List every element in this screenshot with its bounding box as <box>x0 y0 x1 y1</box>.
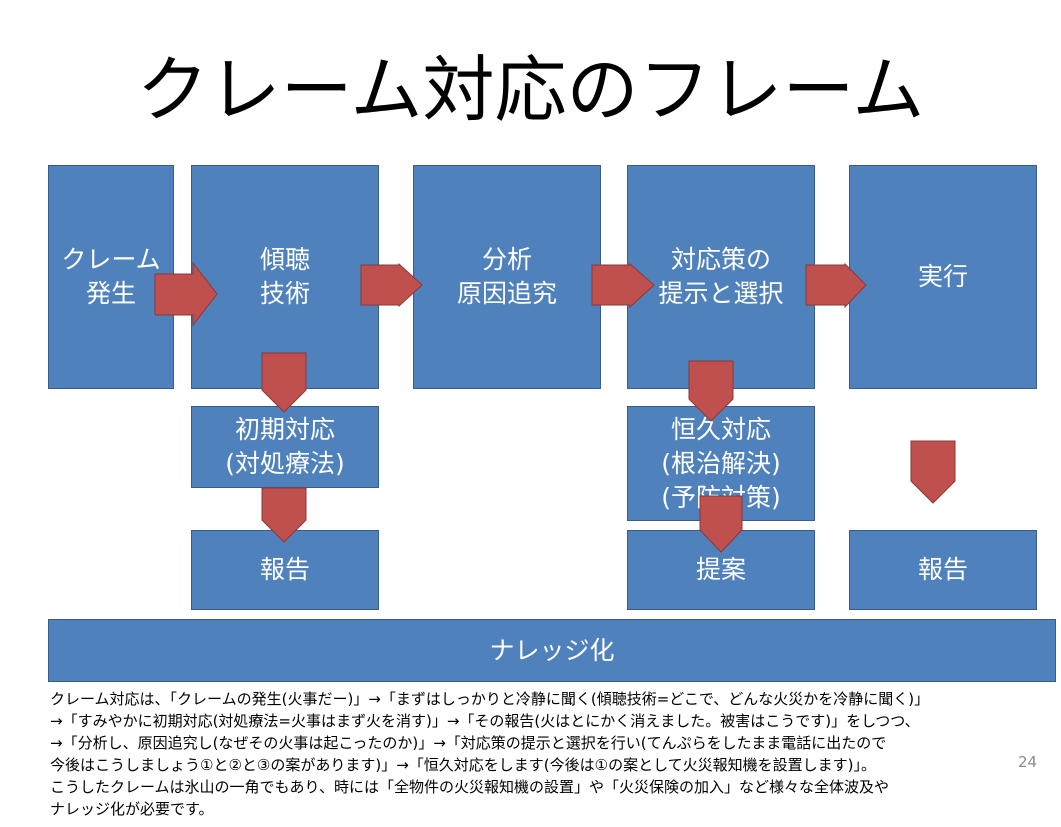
box-label: クレーム <box>61 245 161 274</box>
box-label: 初期対応 <box>234 415 335 444</box>
arrow-down-icon <box>910 440 956 504</box>
box-label: 実行 <box>917 262 968 291</box>
box-label: 提示と選択 <box>658 279 784 308</box>
box-execution: 実行 <box>849 165 1037 389</box>
box-permanent-response: 恒久対応 (根治解決) (予防対策) <box>627 406 815 521</box>
box-label: 報告 <box>917 555 968 584</box>
box-label: 技術 <box>259 279 310 308</box>
box-analysis: 分析 原因追究 <box>413 165 601 389</box>
box-measures-selection: 対応策の 提示と選択 <box>627 165 815 389</box>
box-label: 分析 <box>481 245 532 274</box>
caption-line: ナレッジ化が必要です。 <box>50 800 214 818</box>
box-label: 提案 <box>695 555 746 584</box>
caption-line: 今後はこうしましょう①と②と③の案があります)」→「恒久対応をします(今後は①の… <box>50 756 876 774</box>
caption-text: クレーム対応は、「クレームの発生(火事だー)」→「まずはしっかりと冷静に聞く(傾… <box>50 688 1050 820</box>
box-label: 発生 <box>85 279 136 308</box>
box-knowledge: ナレッジ化 <box>48 619 1056 682</box>
caption-line: クレーム対応は、「クレームの発生(火事だー)」→「まずはしっかりと冷静に聞く(傾… <box>50 690 930 708</box>
slide-title: クレーム対応のフレーム <box>136 48 925 132</box>
caption-line: →「すみやかに初期対応(対処療法=火事はまず火を消す)」→「その報告(火はとにか… <box>50 712 920 730</box>
box-label: 対応策の <box>670 245 771 274</box>
box-report-execution: 報告 <box>849 530 1037 610</box>
box-label: 原因追究 <box>456 279 557 308</box>
box-claim-occurrence: クレーム 発生 <box>48 165 174 389</box>
page-number: 24 <box>1018 753 1038 771</box>
caption-line: こうしたクレームは氷山の一角でもあり、時には「全物件の火災報知機の設置」や「火災… <box>50 778 889 796</box>
box-label: (根治解決) <box>661 448 781 478</box>
box-label: ナレッジ化 <box>489 635 615 665</box>
caption-line: →「分析し、原因追究し(なぜその火事は起こったのか)」→「対応策の提示と選択を行… <box>50 734 887 752</box>
box-label: 恒久対応 <box>670 414 771 444</box>
box-label: 報告 <box>259 555 310 584</box>
box-label: (予防対策) <box>661 482 781 512</box>
box-report-initial: 報告 <box>191 530 379 610</box>
box-label: 傾聴 <box>259 245 310 274</box>
box-initial-response: 初期対応 (対処療法) <box>191 406 379 488</box>
box-listening-technique: 傾聴 技術 <box>191 165 379 389</box>
box-proposal: 提案 <box>627 530 815 610</box>
box-label: (対処療法) <box>225 449 345 478</box>
